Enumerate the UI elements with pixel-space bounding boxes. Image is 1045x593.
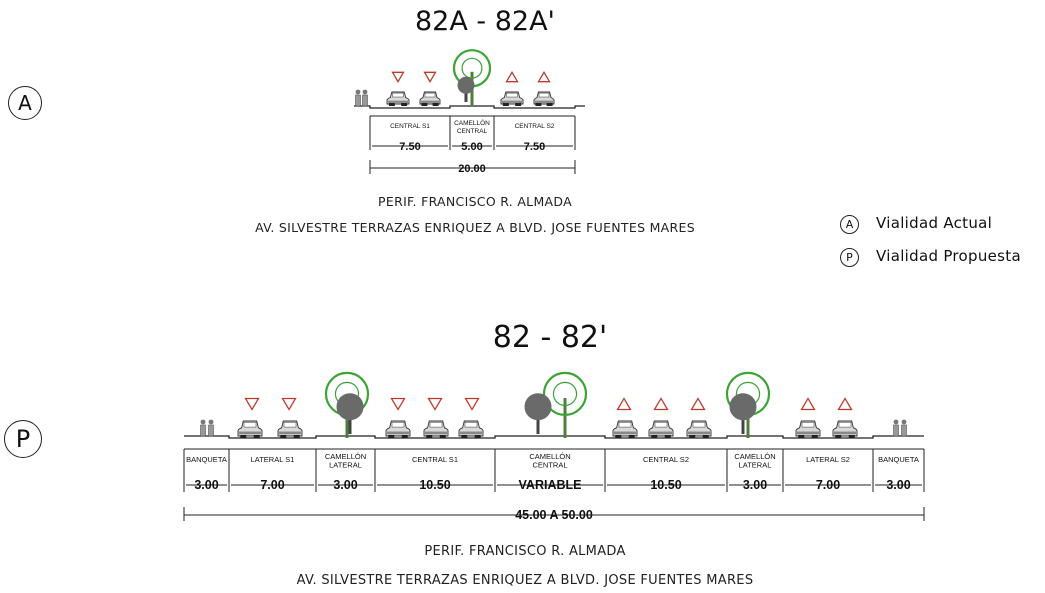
section-p-segment-value-6: 3.00 [743,478,767,492]
section-a-segment-value-1: 5.00 [461,141,482,153]
section-p-segment-value-3: 10.50 [419,478,450,492]
section-a-title: 82A - 82A' [415,6,555,37]
section-a-segment-label-1-1: CENTRAL [457,128,488,135]
section-p-triangle-2 [281,397,297,411]
section-a-total-value: 20.00 [458,163,486,175]
section-a-marker: A [8,86,42,120]
section-p-segment-label-4-0: CAMELLÓN [529,452,570,461]
section-p-pedestrian-4 [901,419,907,437]
section-p-segment-label-0-0: BANQUETA [186,455,227,464]
section-a-caption-extent: AV. SILVESTRE TERRAZAS ENRIQUEZ A BLVD. … [255,220,695,235]
section-p-segment-value-7: 7.00 [816,478,840,492]
section-p-total-value: 45.00 A 50.00 [515,508,593,522]
section-p-segment-label-5-0: CENTRAL S2 [643,455,689,464]
section-a-segment-value-0: 7.50 [399,141,420,153]
section-p-triangle-4 [427,397,443,411]
section-a-triangle-1 [391,71,405,83]
section-a-segment-label-2-0: CENTRAL S2 [515,123,555,130]
section-p-car-7 [648,420,674,438]
legend-item-propuesta: P Vialidad Propuesta [836,246,1041,270]
section-p-segment-value-5: 10.50 [650,478,681,492]
section-p-caption-road: PERIF. FRANCISCO R. ALMADA [424,544,626,559]
section-a-tree-gray [457,76,475,102]
section-a-car-2 [419,91,441,106]
section-a-car-4 [533,91,555,106]
section-a-triangle-3 [505,71,519,83]
section-a-caption-road: PERIF. FRANCISCO R. ALMADA [378,194,572,209]
section-p-car-9 [795,420,821,438]
section-a-segment-label-0-0: CENTRAL S1 [390,123,430,130]
section-p-tree-gray-1 [336,393,364,434]
section-p-pedestrian-2 [208,419,214,437]
section-p-segment-label-7-0: LATERAL S2 [806,455,850,464]
section-a-marker-letter: A [18,91,32,115]
section-p-segment-label-3-0: CENTRAL S1 [412,455,458,464]
legend-marker-a: A [840,215,859,234]
section-p-segment-value-1: 7.00 [260,478,284,492]
section-p-pedestrian-1 [200,419,206,437]
section-p-segment-label-6-0: CAMELLÓN [734,452,775,461]
section-p-ground-line [184,435,924,439]
section-p-triangle-1 [244,397,260,411]
section-p-triangle-8 [690,397,706,411]
section-p-car-6 [612,420,638,438]
section-p-segment-value-2: 3.00 [333,478,357,492]
section-p-segment-value-4: VARIABLE [519,478,582,492]
section-a-car-1 [386,91,410,106]
section-p-title: 82 - 82' [492,320,608,355]
section-p-caption-extent: AV. SILVESTRE TERRAZAS ENRIQUEZ A BLVD. … [296,573,754,588]
legend-marker-p: P [840,248,859,267]
legend-label-propuesta: Vialidad Propuesta [876,247,1021,265]
legend: A Vialidad Actual P Vialidad Propuesta [836,210,1041,274]
section-p-segment-label-8-0: BANQUETA [878,455,919,464]
section-p-tree-green-2 [542,371,588,438]
section-a-segment-label-1-0: CAMELLÓN [454,118,490,127]
section-p-car-4 [423,420,449,438]
section-p-segment-label-4-1: CENTRAL [532,461,567,470]
legend-label-actual: Vialidad Actual [876,214,993,232]
section-p-pedestrian-3 [893,419,899,437]
section-p-marker-letter: P [15,425,31,453]
section-p-car-8 [686,420,712,438]
section-a-triangle-4 [537,71,551,83]
section-p-triangle-3 [390,397,406,411]
section-p-car-1 [237,420,263,438]
section-a-triangle-2 [423,71,437,83]
section-a-pedestrian-2 [362,89,368,107]
section-p-car-10 [832,420,858,438]
section-p-triangle-9 [800,397,816,411]
section-p-car-5 [458,420,484,438]
legend-item-actual: A Vialidad Actual [836,212,1041,236]
section-p-segment-value-0: 3.00 [194,478,218,492]
section-a-segment-value-2: 7.50 [524,141,545,153]
legend-marker-p-letter: P [846,251,853,264]
section-p-segment-label-6-1: LATERAL [739,461,772,470]
section-a-pedestrian-1 [355,89,361,107]
section-p-marker: P [4,420,42,458]
section-p-segment-label-1-0: LATERAL S1 [251,455,295,464]
section-p-tree-gray-3 [729,393,757,434]
section-p-triangle-7 [653,397,669,411]
section-p-segment-label-2-1: LATERAL [329,461,362,470]
section-p-triangle-5 [464,397,480,411]
section-a-car-3 [500,91,524,106]
section-p-triangle-6 [616,397,632,411]
section-p-tree-gray-2 [524,393,552,434]
section-p-segment-value-8: 3.00 [886,478,910,492]
section-p-triangle-10 [837,397,853,411]
section-p-car-2 [277,420,303,438]
section-p-segment-label-2-0: CAMELLÓN [325,452,366,461]
legend-marker-a-letter: A [845,218,854,231]
section-p-car-3 [385,420,411,438]
